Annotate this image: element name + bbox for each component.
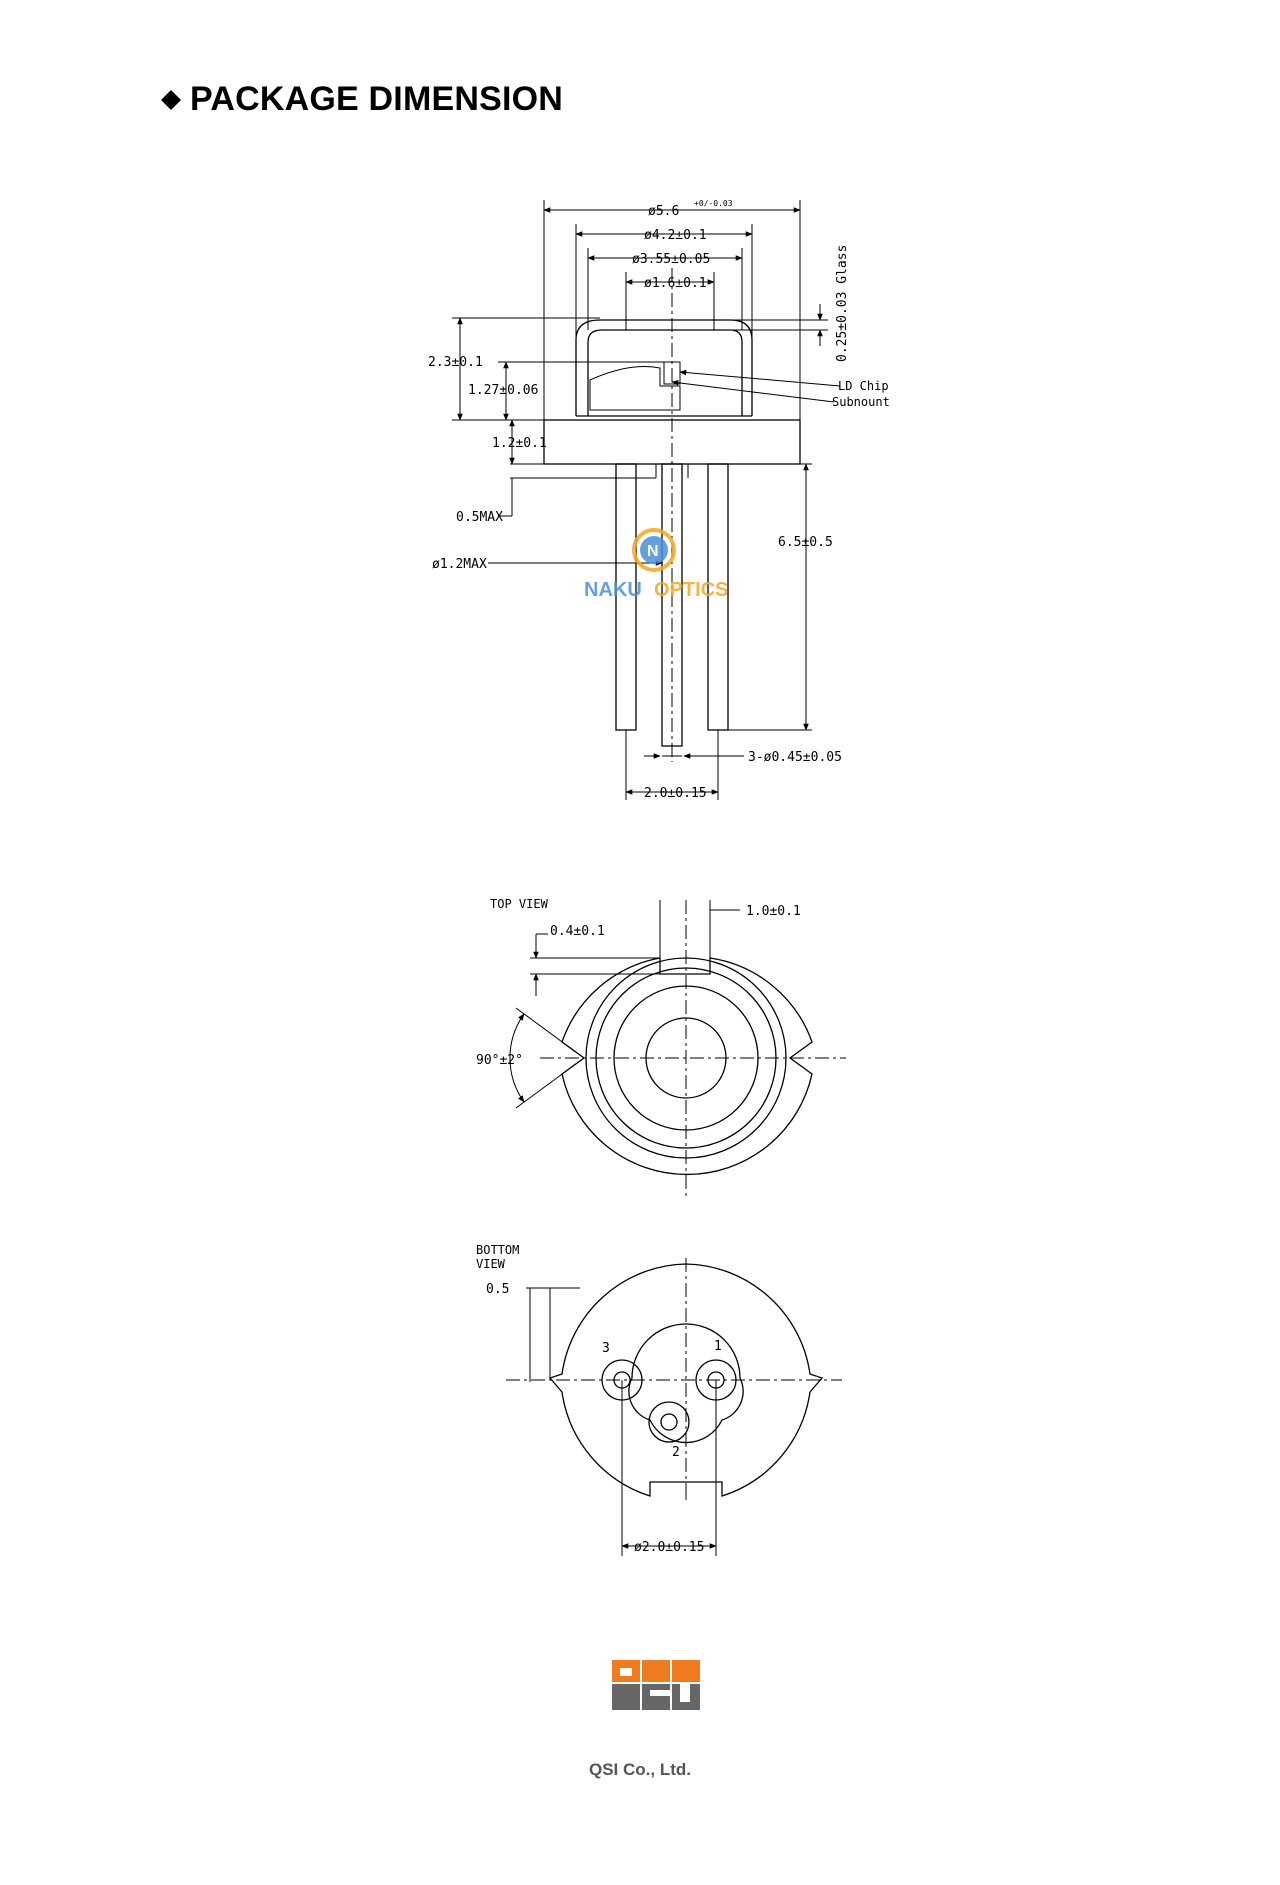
pin-2 — [660, 1413, 678, 1431]
submount — [589, 366, 681, 411]
dim-lead-length: 6.5±0.5 — [778, 535, 833, 550]
dim-outer-diameter: ø5.6 — [648, 204, 679, 219]
page-title: PACKAGE DIMENSION — [160, 80, 563, 119]
top-flange-outline — [561, 957, 813, 1176]
dim-lead-diameter: 3-ø0.45±0.05 — [748, 750, 842, 765]
dim-chip-height: 1.27±0.06 — [468, 383, 538, 398]
watermark-brand-a: NAKU — [584, 579, 642, 601]
company-logo — [612, 1660, 700, 1710]
label-submount: Subnount — [832, 395, 890, 409]
bottom-view-title-2: VIEW — [476, 1257, 506, 1271]
dim-cap-diameter: ø4.2±0.1 — [644, 228, 707, 243]
bottom-view: BOTTOM VIEW 1 2 3 0.5 ø2.0±0.15 — [476, 1243, 842, 1556]
side-view: ø5.6 +0/-0.03 ø4.2±0.1 ø3.55±0.05 ø1.6±0… — [428, 199, 890, 801]
dim-glass-thickness: 0.25±0.03 Glass — [835, 245, 850, 362]
top-view-title: TOP VIEW — [490, 897, 549, 911]
dim-notch-depth: 0.4±0.1 — [550, 924, 605, 939]
diamond-bullet-icon — [161, 89, 181, 110]
pin-ring-2 — [648, 1401, 690, 1443]
watermark-brand-b: OPTICS — [654, 579, 728, 601]
dim-lead-pitch: 2.0±0.15 — [644, 786, 707, 801]
watermark-badge: N — [647, 543, 659, 560]
bottom-flange-outline — [548, 1263, 824, 1497]
dim-bottom-notch: 0.5 — [486, 1282, 509, 1297]
page-title-text: PACKAGE DIMENSION — [190, 80, 564, 118]
dim-cap-height: 2.3±0.1 — [428, 355, 483, 370]
dim-notch-width: 1.0±0.1 — [746, 904, 801, 919]
pin-label-2: 2 — [672, 1445, 680, 1460]
dim-base-thickness: 1.2±0.1 — [492, 436, 547, 451]
pin-label-3: 3 — [602, 1341, 610, 1356]
pin-label-1: 1 — [714, 1339, 722, 1354]
company-name: QSI Co., Ltd. — [589, 1760, 691, 1779]
dim-glass-diameter: ø1.6±0.1 — [644, 276, 707, 291]
watermark: N NAKU OPTICS — [584, 528, 728, 601]
dim-1.2max: ø1.2MAX — [432, 557, 487, 572]
dim-window-diameter: ø3.55±0.05 — [632, 252, 710, 267]
dim-outer-tolerance: +0/-0.03 — [694, 199, 733, 208]
watermark-ring — [632, 528, 676, 572]
bottom-view-title-1: BOTTOM — [476, 1243, 519, 1257]
dim-notch-angle: 90°±2° — [476, 1053, 523, 1068]
glass-window — [625, 319, 715, 331]
dim-bottom-pitch: ø2.0±0.15 — [634, 1540, 704, 1555]
label-ld-chip: LD Chip — [838, 379, 889, 393]
top-view: TOP VIEW 1.0±0.1 0.4±0.1 90°±2° — [476, 897, 846, 1196]
watermark-disc — [640, 536, 668, 564]
dim-0.5max: 0.5MAX — [456, 510, 503, 525]
lead-center — [661, 463, 683, 747]
